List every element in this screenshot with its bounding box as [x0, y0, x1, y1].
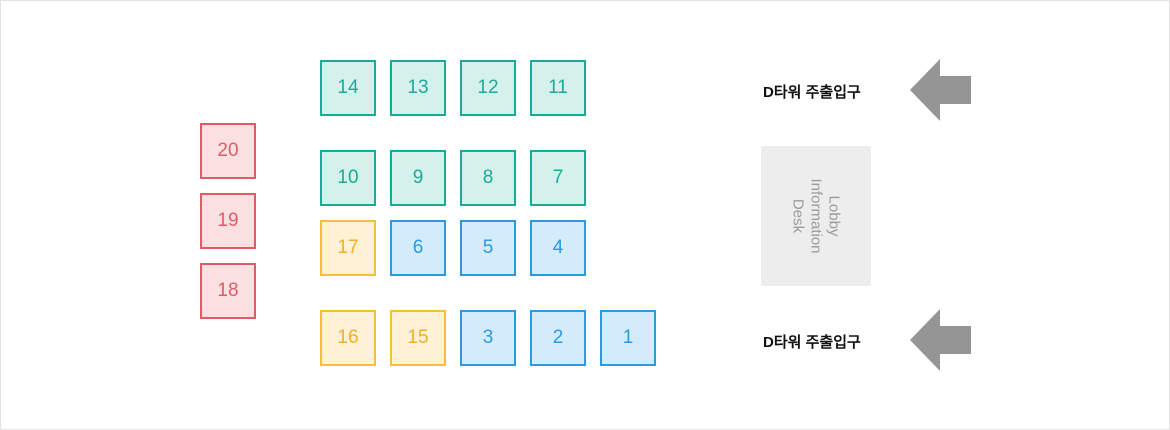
booth-15[interactable]: 15 — [390, 310, 446, 366]
booth-19[interactable]: 19 — [200, 193, 256, 249]
booth-12[interactable]: 12 — [460, 60, 516, 116]
booth-4[interactable]: 4 — [530, 220, 586, 276]
entrance-label-top: D타워 주출입구 — [763, 84, 861, 101]
booth-10[interactable]: 10 — [320, 150, 376, 206]
booth-5[interactable]: 5 — [460, 220, 516, 276]
desk-label: Lobby Information Desk — [789, 178, 843, 253]
booth-17[interactable]: 17 — [320, 220, 376, 276]
booth-13[interactable]: 13 — [390, 60, 446, 116]
booth-18[interactable]: 18 — [200, 263, 256, 319]
booth-20[interactable]: 20 — [200, 123, 256, 179]
lobby-information-desk: Lobby Information Desk — [761, 146, 871, 286]
booth-6[interactable]: 6 — [390, 220, 446, 276]
booth-8[interactable]: 8 — [460, 150, 516, 206]
arrow-left-icon — [910, 309, 971, 371]
booth-11[interactable]: 11 — [530, 60, 586, 116]
entrance-label-bottom: D타워 주출입구 — [763, 334, 861, 351]
desk-label-line-2: Information — [807, 178, 825, 254]
booth-7[interactable]: 7 — [530, 150, 586, 206]
booth-1[interactable]: 1 — [600, 310, 656, 366]
arrow-left-icon — [910, 59, 971, 121]
booth-3[interactable]: 3 — [460, 310, 516, 366]
booth-2[interactable]: 2 — [530, 310, 586, 366]
booth-16[interactable]: 16 — [320, 310, 376, 366]
desk-label-line-3: Desk — [789, 198, 807, 234]
desk-label-line-1: Lobby — [825, 195, 843, 237]
booth-14[interactable]: 14 — [320, 60, 376, 116]
booth-9[interactable]: 9 — [390, 150, 446, 206]
